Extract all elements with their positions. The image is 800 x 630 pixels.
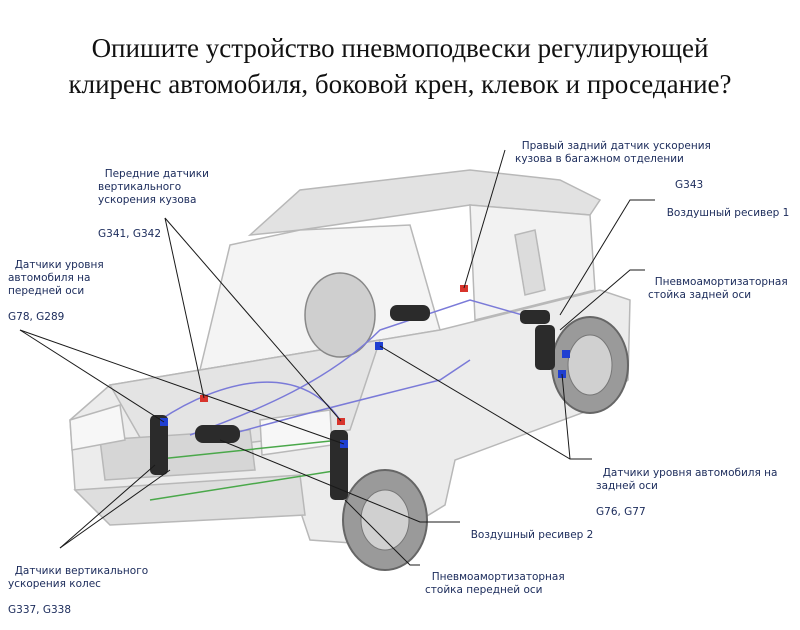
leader-lines <box>19 149 655 566</box>
label-front-strut-text: Пневмоамортизаторная стойка передней оси <box>425 571 565 596</box>
label-wheel-accel-code: G337, G338 <box>8 604 72 616</box>
title-line-2: клиренс автомобиля, боковой крен, клевок… <box>68 69 732 99</box>
label-wheel-accel-text: Датчики вертикального ускорения колес <box>8 565 149 590</box>
label-front-level-sensors: Датчики уровня автомобиля на передней ос… <box>8 246 104 337</box>
label-rear-level-sensors: Датчики уровня автомобиля на задней оси … <box>596 454 777 532</box>
receiver-1-tank <box>390 305 430 321</box>
label-air-receiver-2: Воздушный ресивер 2 <box>464 516 594 542</box>
label-front-air-strut: Пневмоамортизаторная стойка передней оси <box>425 558 565 597</box>
label-rear-level-code: G76, G77 <box>596 506 646 518</box>
wheels <box>304 272 629 571</box>
car-body <box>69 169 631 546</box>
receiver-2-tank <box>195 425 240 443</box>
label-rear-level-text: Датчики уровня автомобиля на задней оси <box>596 467 778 492</box>
label-receiver-1-text: Воздушный ресивер 1 <box>666 207 790 219</box>
title-line-1: Опишите устройство пневмоподвески регули… <box>91 33 709 63</box>
label-wheel-accel-sensors: Датчики вертикального ускорения колес G3… <box>8 552 148 630</box>
label-rear-air-strut: Пневмоамортизаторная стойка задней оси <box>648 263 788 302</box>
label-receiver-2-text: Воздушный ресивер 2 <box>470 529 594 541</box>
car-illustration <box>19 149 655 571</box>
front-left-strut <box>150 415 168 475</box>
label-rear-strut-text: Пневмоамортизаторная стойка задней оси <box>648 276 788 301</box>
label-front-level-code: G78, G289 <box>8 311 65 323</box>
label-front-accel-text: Передние датчики вертикального ускорения… <box>98 168 209 206</box>
label-front-accel-code: G341, G342 <box>98 228 162 240</box>
label-front-accel-sensors: Передние датчики вертикального ускорения… <box>98 155 209 254</box>
label-rear-accel-code: G343 <box>675 179 704 191</box>
label-rear-accel-text: Правый задний датчик ускорения кузова в … <box>515 140 711 165</box>
label-front-level-text: Датчики уровня автомобиля на передней ос… <box>8 259 104 297</box>
rear-strut <box>535 325 555 370</box>
spare-wheel <box>304 272 376 358</box>
label-air-receiver-1: Воздушный ресивер 1 <box>660 194 790 220</box>
slide-title: Опишите устройство пневмоподвески регули… <box>0 30 800 102</box>
label-rear-accel-sensor: Правый задний датчик ускорения кузова в … <box>515 127 711 205</box>
compressor <box>520 310 550 324</box>
